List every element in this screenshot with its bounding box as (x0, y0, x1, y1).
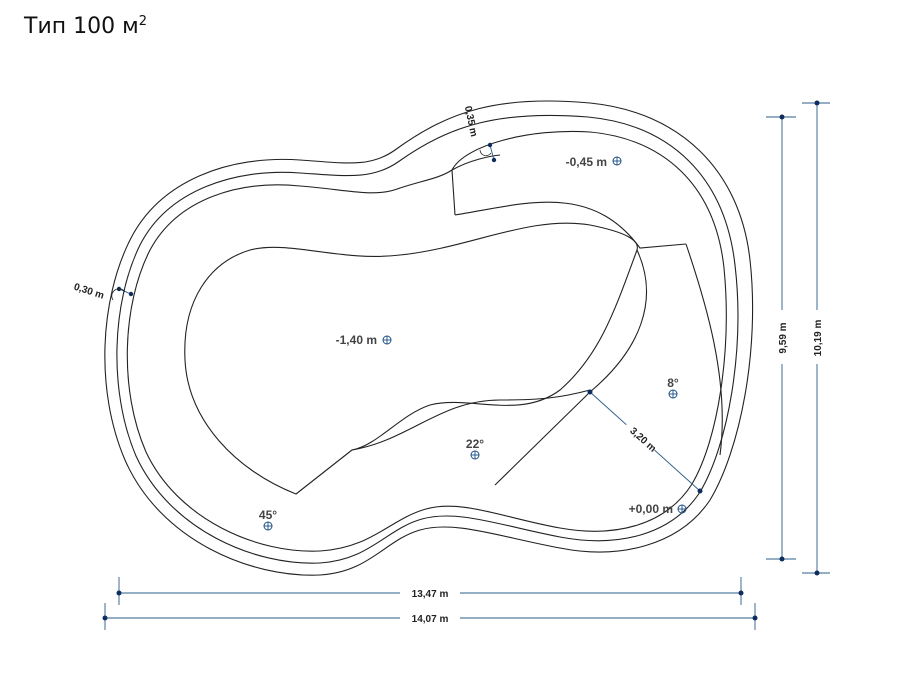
slope-45-line (295, 449, 353, 495)
slope-22-line (351, 389, 591, 451)
shelf-edge-line (454, 201, 687, 249)
page-title: Тип 100 м2 (24, 14, 147, 39)
pool-outlines (104, 100, 754, 576)
height-dimension-outer: 10,19 m (802, 100, 830, 576)
slope-8-label: 8° (667, 376, 679, 390)
height-inner-label: 9,59 m (778, 322, 789, 353)
width-outer-label: 14,07 m (412, 614, 449, 625)
shelf-step-line (451, 154, 501, 216)
width-dimension-inner: 13,47 m (116, 577, 744, 605)
pool-wall-outline (126, 130, 727, 552)
depth-shelf-label: -0,45 m (566, 155, 607, 169)
slope-22-label: 22° (466, 437, 484, 451)
border-top-dimension: 0,35 m (462, 105, 497, 163)
outer-coping-outline (104, 100, 754, 576)
slope-8-line (494, 243, 723, 486)
border-left-label: 0,30 m (72, 282, 105, 302)
diagonal-dimension: 3,20 m (587, 389, 703, 494)
height-dimension-inner: 9,59 m (766, 114, 796, 562)
border-top-label: 0,35 m (462, 105, 479, 138)
coping-inner-outline (116, 114, 739, 564)
slope-marker-22: 22° (466, 437, 484, 460)
depth-deep-label: -1,40 m (336, 333, 377, 347)
width-inner-label: 13,47 m (412, 589, 449, 600)
slope-marker-45: 45° (259, 508, 277, 531)
depth-marker-entry: +0,00 m (629, 502, 687, 516)
title-text: Тип 100 м (24, 14, 139, 39)
deep-zone-outline (184, 222, 638, 495)
width-dimension-outer: 14,07 m (102, 603, 758, 630)
slope-45-label: 45° (259, 508, 277, 522)
depth-entry-label: +0,00 m (629, 502, 673, 516)
depth-marker-deep: -1,40 m (336, 333, 392, 347)
title-superscript: 2 (138, 14, 147, 29)
depth-marker-shelf: -0,45 m (566, 155, 622, 169)
slope-marker-8: 8° (667, 376, 679, 399)
height-outer-label: 10,19 m (813, 320, 824, 357)
